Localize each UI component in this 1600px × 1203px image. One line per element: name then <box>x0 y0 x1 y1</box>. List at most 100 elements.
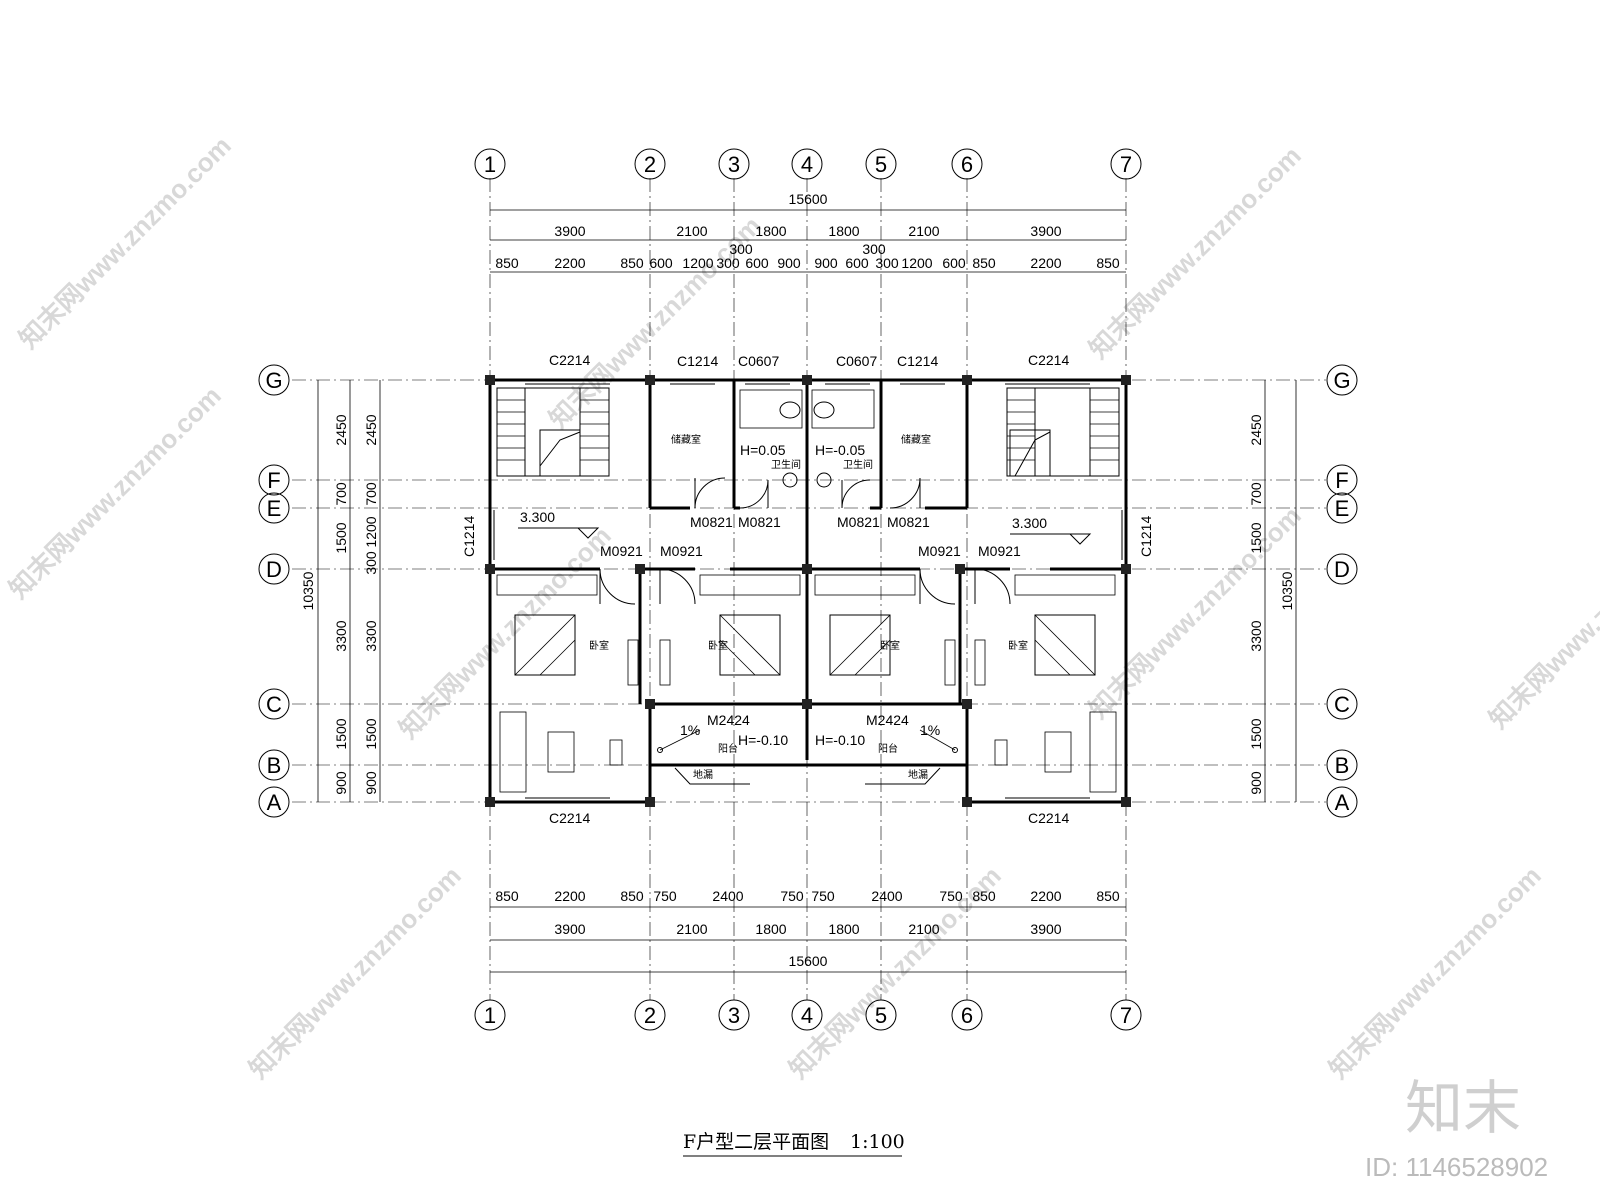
axis-label-4: 4 <box>801 1003 813 1028</box>
dim-bottom: 1800 <box>828 921 859 937</box>
dim-bottom-detail: 850 <box>972 888 996 904</box>
room-label-bedroom: 卧室 <box>708 639 728 652</box>
dimensions-top: 15600 3900 2100 1800 1800 2100 3900 300 … <box>490 191 1126 273</box>
dim-top: 3900 <box>554 223 585 239</box>
dim-top-detail: 1200 <box>901 255 932 271</box>
slope-label: 1% <box>920 722 940 738</box>
dim-small: 300 <box>862 241 886 257</box>
dim-small: 300 <box>729 241 753 257</box>
axis-label-1: 1 <box>484 1003 496 1028</box>
axis-bubbles-bottom: 1 2 3 4 5 6 7 <box>474 999 1142 1031</box>
watermark-text: 知末网www.znzmo.com <box>393 520 617 744</box>
dim-left: 700 <box>333 482 349 506</box>
drawing-title: F户型二层平面图 <box>683 1131 829 1153</box>
axis-label-1: 1 <box>484 152 496 177</box>
dim-bottom-detail: 750 <box>811 888 835 904</box>
dim-total-depth: 10350 <box>1279 571 1295 610</box>
dim-top-detail: 1200 <box>682 255 713 271</box>
staircase-left <box>496 387 610 477</box>
door-label: M0921 <box>978 543 1021 559</box>
axis-label-b: B <box>267 753 282 778</box>
axis-label-3: 3 <box>728 152 740 177</box>
door-label: M2424 <box>707 712 750 728</box>
dim-left-inner: 1500 <box>363 718 379 749</box>
axis-label-d: D <box>266 557 282 582</box>
watermark-text: 知末网www.znzmo.com <box>1323 860 1547 1084</box>
balcony-details <box>657 729 958 785</box>
room-label-bathroom: 卫生间 <box>843 458 873 471</box>
dim-left-inner: 700 <box>363 482 379 506</box>
dim-bottom-detail: 2400 <box>712 888 743 904</box>
window-label: C2214 <box>549 810 590 826</box>
dimensions-bottom: 850 2200 850 750 2400 750 750 2400 750 8… <box>490 888 1126 973</box>
wardrobes <box>496 574 1116 596</box>
bathroom-fixtures <box>739 389 875 488</box>
dim-right: 3300 <box>1248 620 1264 651</box>
dim-bottom-detail: 2200 <box>1030 888 1061 904</box>
drawing-scale: 1:100 <box>850 1131 905 1153</box>
brand-block: 知末 ID: 1146528902 <box>1365 1074 1548 1182</box>
watermark-text: 知末网www.znzmo.com <box>13 130 237 354</box>
room-label-balcony: 阳台 <box>878 742 898 755</box>
image-id: ID: 1146528902 <box>1365 1152 1548 1182</box>
floor-drain-label: 地漏 <box>908 768 928 781</box>
room-label-storage: 储藏室 <box>901 433 931 446</box>
dim-bottom: 1800 <box>755 921 786 937</box>
axis-label-f: F <box>267 468 280 493</box>
columns <box>485 375 1131 807</box>
lower-furniture <box>499 711 1117 793</box>
axis-label-b: B <box>1335 753 1350 778</box>
dim-top: 1800 <box>755 223 786 239</box>
dim-top-detail: 850 <box>495 255 519 271</box>
axis-label-a: A <box>267 790 282 815</box>
axis-label-d: D <box>1334 557 1350 582</box>
dim-bottom-detail: 750 <box>780 888 804 904</box>
dim-total-width: 15600 <box>789 953 828 969</box>
dim-bottom-detail: 2200 <box>554 888 585 904</box>
axis-label-e: E <box>1335 496 1350 521</box>
walls <box>488 378 1128 804</box>
dim-total-width: 15600 <box>789 191 828 207</box>
window-label: C0607 <box>738 353 779 369</box>
axis-label-7: 7 <box>1120 1003 1132 1028</box>
axis-label-3: 3 <box>728 1003 740 1028</box>
door-label: M0821 <box>738 514 781 530</box>
dim-left-inner: 300 <box>363 551 379 575</box>
dim-top-detail: 2200 <box>554 255 585 271</box>
watermark-text: 知末网www.znzmo.com <box>3 380 227 604</box>
dim-left: 2450 <box>333 414 349 445</box>
grid-lines-horizontal <box>292 379 1326 803</box>
dim-bottom-detail: 750 <box>653 888 677 904</box>
dim-left-inner: 2450 <box>363 414 379 445</box>
level-marks <box>518 527 1092 545</box>
watermark-layer: 知末网www.znzmo.com 知末网www.znzmo.com 知末网www… <box>3 130 1600 1084</box>
dim-top: 3900 <box>1030 223 1061 239</box>
axis-label-a: A <box>1335 790 1350 815</box>
door-label: M0921 <box>600 543 643 559</box>
axis-label-c: C <box>266 692 282 717</box>
window-label: C0607 <box>836 353 877 369</box>
watermark-text: 知末网www.znzmo.com <box>1483 510 1600 734</box>
door-label: M0821 <box>690 514 733 530</box>
window-label: C1214 <box>461 516 477 557</box>
axis-label-g: G <box>265 368 282 393</box>
axis-bubbles-right: G F E D C B A <box>1326 364 1358 818</box>
dimensions-left: 10350 2450 700 1500 3300 1500 900 2450 7… <box>300 380 381 802</box>
dim-top: 2100 <box>676 223 707 239</box>
door-label: M0821 <box>887 514 930 530</box>
dim-right: 1500 <box>1248 718 1264 749</box>
window-label: C2214 <box>549 352 590 368</box>
dim-top-detail: 600 <box>745 255 769 271</box>
door-label: M0921 <box>660 543 703 559</box>
dim-top-detail: 850 <box>972 255 996 271</box>
watermark-text: 知末网www.znzmo.com <box>1083 500 1307 724</box>
labels: C2214 C2214 C2214 C2214 C1214 C1214 C060… <box>461 352 1154 826</box>
level-text: H=-0.10 <box>815 732 865 748</box>
dim-top-detail: 2200 <box>1030 255 1061 271</box>
dim-top-detail: 850 <box>620 255 644 271</box>
window-label: C1214 <box>677 353 718 369</box>
dim-bottom-detail: 850 <box>495 888 519 904</box>
door-label: M2424 <box>866 712 909 728</box>
dim-left-inner: 900 <box>363 771 379 795</box>
